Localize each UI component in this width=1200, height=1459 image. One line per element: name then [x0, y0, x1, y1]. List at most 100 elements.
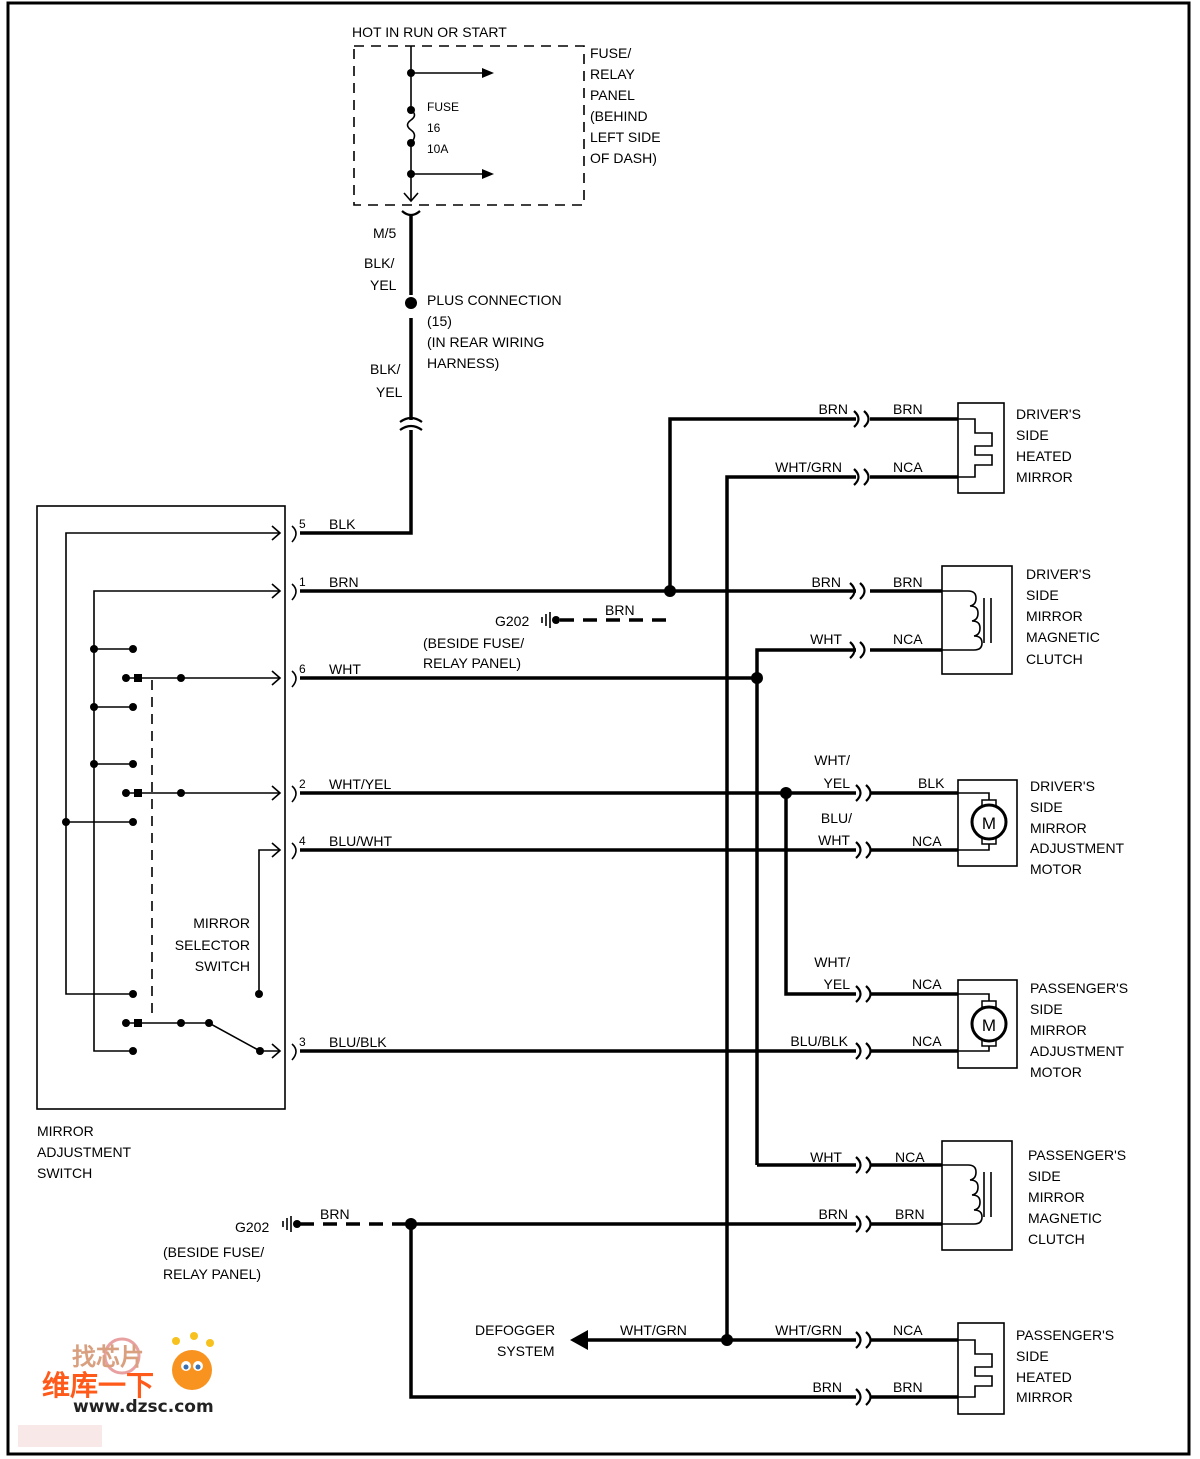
wire	[784, 793, 856, 996]
diagram-shape	[941, 565, 1013, 675]
wire	[65, 532, 280, 995]
junction-dot	[172, 1337, 180, 1345]
label-harness-9-right: BRN	[895, 1206, 925, 1222]
coil-icon	[942, 590, 983, 651]
label-harness-11-right: BRN	[893, 1379, 923, 1395]
wire	[855, 1331, 872, 1349]
arrow-left-icon	[570, 1330, 588, 1350]
junction-dot	[103, 1337, 141, 1375]
diagram-shape	[134, 789, 142, 797]
junction-dot	[405, 1218, 417, 1230]
diagram-shape	[62, 645, 264, 1055]
page-frame	[6, 1, 1191, 1456]
label-components-1-label-4: CLUTCH	[1026, 651, 1083, 667]
junction-dot	[407, 139, 415, 147]
wire	[291, 525, 297, 543]
diagram-shape	[957, 1322, 1005, 1415]
label-components-3-label-1: SIDE	[1030, 1001, 1063, 1017]
label-fuse_panel-lines-2: PANEL	[590, 87, 635, 103]
junction-dot	[172, 1350, 212, 1390]
junction-dot	[664, 585, 676, 597]
diagram-shape	[134, 1019, 142, 1027]
label-harness-2-left-0: BRN	[811, 574, 841, 590]
label-components-1-label-3: MAGNETIC	[1026, 629, 1100, 645]
wire	[855, 985, 872, 1003]
diagram-shape	[134, 674, 142, 682]
splice-dot	[405, 297, 417, 309]
label-harness-8-right: NCA	[895, 1149, 925, 1165]
label-switch-name-2: SWITCH	[37, 1165, 92, 1181]
label-harness-6-left-0: WHT/	[814, 954, 850, 970]
label-components-5-label-1: SIDE	[1016, 1348, 1049, 1364]
label-wire_upper-0: BLK/	[364, 255, 394, 271]
ground-icon	[541, 612, 551, 628]
label-harness-2-right: BRN	[893, 574, 923, 590]
label-fuse_panel-lines-0: FUSE/	[590, 45, 631, 61]
arrow-icon	[482, 169, 494, 179]
label-components-2-label-2: MIRROR	[1030, 820, 1087, 836]
label-components-4-label-2: MIRROR	[1028, 1189, 1085, 1205]
heater-icon	[958, 418, 993, 478]
junction-dot	[90, 703, 98, 711]
label-wire_lower-0: BLK/	[370, 361, 400, 377]
heater-icon	[958, 1339, 993, 1398]
label-harness-4-left-0: WHT/	[814, 752, 850, 768]
label-plus_connection-2: (IN REAR WIRING	[427, 334, 544, 350]
label-switch-pins-3-color: WHT/YEL	[329, 776, 391, 792]
label-switch-pins-5-pin: 3	[299, 1035, 306, 1049]
label-components-3-label-3: ADJUSTMENT	[1030, 1043, 1125, 1059]
motor-icon	[970, 1005, 1008, 1043]
label-plus_connection-3: HARNESS)	[427, 355, 499, 371]
label-switch-pins-0-pin: 5	[299, 517, 306, 531]
label-fuse_panel-lines-1: RELAY	[590, 66, 636, 82]
label-harness-10-left-0: WHT/GRN	[775, 1322, 842, 1338]
label-switch-pins-1-color: BRN	[329, 574, 359, 590]
label-defogger-label-1: SYSTEM	[497, 1343, 555, 1359]
wire	[258, 849, 280, 994]
junction-dot	[129, 760, 137, 768]
label-ground_upper-wire: BRN	[605, 602, 635, 618]
diagram-shape	[957, 402, 1005, 494]
label-components-0-label-3: MIRROR	[1016, 469, 1073, 485]
junction-dot	[62, 818, 70, 826]
junction-dot	[129, 645, 137, 653]
junction-dot	[129, 990, 137, 998]
wire	[855, 1042, 872, 1060]
wire	[271, 670, 282, 686]
label-harness-5-left-1: WHT	[818, 832, 850, 848]
wire	[855, 1215, 872, 1233]
label-harness-4-right: BLK	[918, 775, 945, 791]
pin-arrows	[271, 525, 297, 1061]
wire	[855, 1156, 872, 1174]
label-ground_upper-location-1: RELAY PANEL)	[423, 655, 521, 671]
junction-dot	[751, 672, 763, 684]
label-wire_upper-1: YEL	[370, 277, 397, 293]
wire	[291, 842, 297, 860]
wire	[271, 1043, 282, 1059]
label-switch-pins-2-color: WHT	[329, 661, 361, 677]
label-ground_upper-id: G202	[495, 613, 529, 629]
junction-dot	[255, 990, 263, 998]
wire	[668, 417, 856, 591]
connector-label: M/5	[373, 225, 397, 241]
inline-connectors	[849, 410, 872, 1406]
label-fuse_panel-lines-5: OF DASH)	[590, 150, 657, 166]
junction-dot	[90, 760, 98, 768]
label-wire_lower-1: YEL	[376, 384, 403, 400]
label-switch-selector_label-1: SELECTOR	[175, 937, 250, 953]
junction-dot	[552, 616, 560, 624]
label-components-3-label-2: MIRROR	[1030, 1022, 1087, 1038]
junction-dot	[256, 1047, 264, 1055]
label-switch-pins-4-pin: 4	[299, 834, 306, 848]
mirror-adjustment-switch: MIRROR SELECTOR SWITCH MIRROR ADJUSTMENT…	[36, 505, 392, 1181]
junction-dot	[205, 1019, 213, 1027]
wire	[126, 1022, 280, 1052]
label-components-3-symbol: M	[982, 1016, 996, 1035]
wire	[291, 785, 297, 803]
label-fuse_panel-lines-3: (BEHIND	[590, 108, 648, 124]
label-fuse_panel-fuse-0: FUSE	[427, 100, 459, 114]
junction-dot	[293, 1220, 301, 1228]
